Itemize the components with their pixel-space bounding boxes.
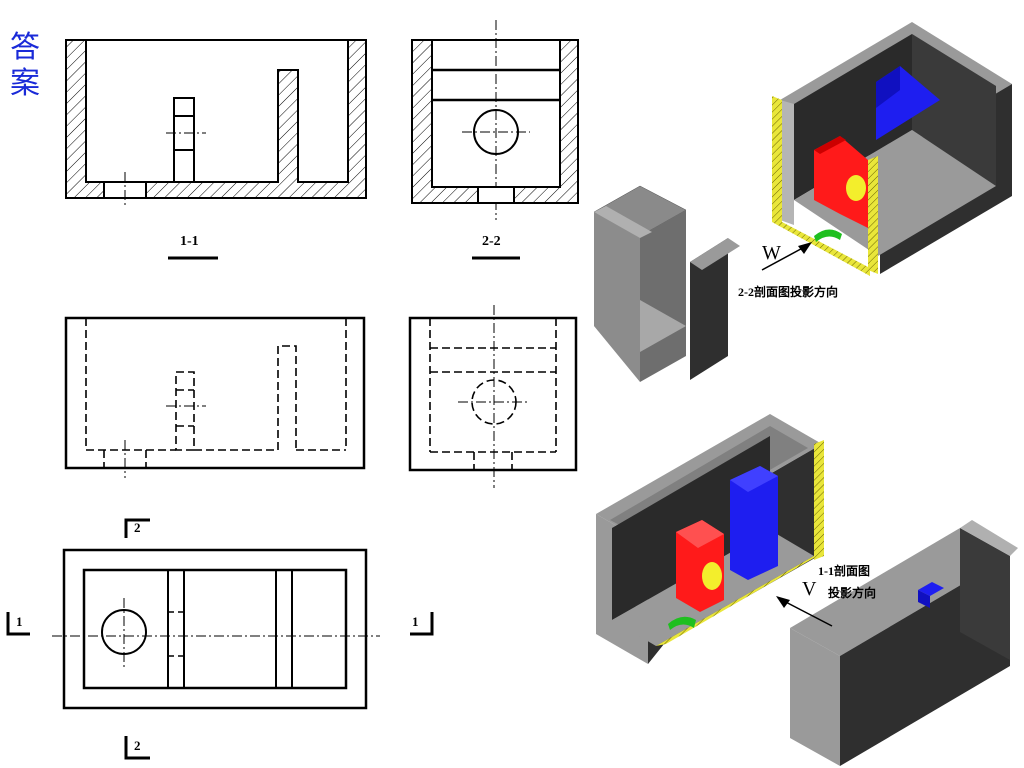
cut-mark-top bbox=[124, 518, 150, 538]
front-view-hidden bbox=[64, 316, 366, 478]
caption-1-1-projection: 投影方向 bbox=[828, 586, 877, 600]
cut-label-right-1: 1 bbox=[412, 614, 419, 629]
cut-mark-bottom bbox=[124, 736, 150, 760]
section-view-1-1 bbox=[65, 39, 367, 260]
section-label-1-1: 1-1 bbox=[180, 234, 199, 249]
direction-letter-w: W bbox=[762, 242, 781, 264]
answer-char-1: 答 bbox=[10, 30, 40, 65]
section-2-2-hatched-body bbox=[411, 39, 579, 204]
direction-letter-v: V bbox=[802, 578, 817, 600]
answer-char-2: 案 bbox=[10, 66, 40, 101]
caption-1-1-section: 1-1剖面图 bbox=[818, 564, 870, 578]
answer-label: 答 案 bbox=[10, 30, 46, 102]
cut-label-left-1: 1 bbox=[16, 614, 23, 629]
section-label-2-2: 2-2 bbox=[482, 234, 501, 249]
top-view bbox=[6, 518, 434, 760]
model-upper bbox=[593, 22, 1012, 382]
cut-label-bottom-2: 2 bbox=[134, 738, 141, 753]
cut-mark-left bbox=[6, 612, 30, 636]
cut-mark-right bbox=[410, 612, 434, 636]
model-lower bbox=[596, 414, 1018, 766]
section-view-2-2 bbox=[411, 20, 579, 260]
caption-2-2-projection: 2-2剖面图投影方向 bbox=[738, 285, 838, 299]
section-1-1-hatched-body bbox=[65, 39, 367, 199]
cut-label-top-2: 2 bbox=[134, 520, 141, 535]
side-view-hidden bbox=[408, 305, 578, 488]
